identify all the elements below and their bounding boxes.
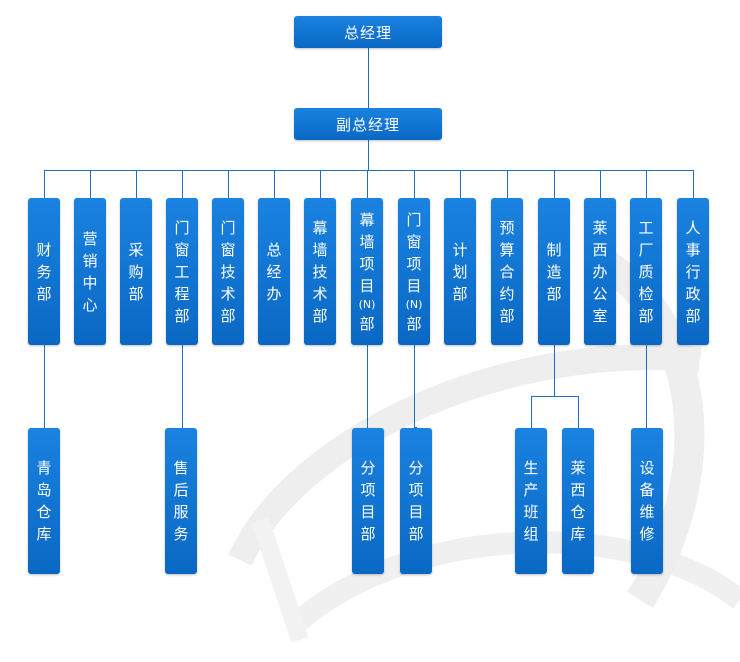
connector-line <box>414 170 415 199</box>
dept-mcgc[interactable]: 门窗工程部 <box>166 198 198 345</box>
connector-line <box>414 427 417 428</box>
connector-line <box>600 170 601 199</box>
connector-line <box>368 140 369 171</box>
ceo-box[interactable]: 总经理 <box>294 16 442 48</box>
dept-yx-label: 营销中心 <box>82 229 98 314</box>
connector-line <box>367 345 368 429</box>
subunit-qdck-label: 青岛仓库 <box>36 459 52 543</box>
subunit-fxm2-label: 分项目部 <box>408 459 424 543</box>
dept-jh-label: 计划部 <box>452 240 468 303</box>
connector-line <box>507 170 508 199</box>
subunit-sbwx[interactable]: 设备维修 <box>631 428 663 574</box>
subunit-fxm1[interactable]: 分项目部 <box>352 428 384 574</box>
connector-line <box>182 170 183 199</box>
dept-cg[interactable]: 采购部 <box>120 198 152 345</box>
dept-gczj[interactable]: 工厂质检部 <box>630 198 662 345</box>
dept-lxbg[interactable]: 莱西办公室 <box>584 198 616 345</box>
connector-line <box>182 345 183 429</box>
dept-cg-label: 采购部 <box>128 240 144 303</box>
subunit-qdck[interactable]: 青岛仓库 <box>28 428 60 574</box>
connector-line <box>531 396 579 397</box>
dept-mcjs[interactable]: 门窗技术部 <box>212 198 244 345</box>
subunit-scbz[interactable]: 生产班组 <box>515 428 547 574</box>
connector-line <box>554 345 555 397</box>
subunit-fxm1-label: 分项目部 <box>360 459 376 543</box>
connector-line <box>554 170 555 199</box>
connector-line <box>274 170 275 199</box>
connector-line <box>320 170 321 199</box>
deputy-ceo-label: 副总经理 <box>335 115 400 134</box>
dept-mcxm-label: 门窗项目(N)部 <box>405 210 423 333</box>
connector-line <box>646 345 647 429</box>
subunit-lxck[interactable]: 莱西仓库 <box>562 428 594 574</box>
connector-line <box>90 170 91 199</box>
connector-line <box>531 396 532 429</box>
subunit-sbwx-label: 设备维修 <box>639 459 655 543</box>
dept-ys-label: 预算合约部 <box>499 218 515 325</box>
dept-zjb[interactable]: 总经办 <box>258 198 290 345</box>
subunit-shfw-label: 售后服务 <box>173 459 189 543</box>
connector-line <box>693 170 694 199</box>
dept-mcjs-label: 门窗技术部 <box>220 218 236 325</box>
dept-zjb-label: 总经办 <box>266 240 282 303</box>
connector-line <box>578 396 579 429</box>
subunit-scbz-label: 生产班组 <box>523 459 539 543</box>
dept-jh[interactable]: 计划部 <box>444 198 476 345</box>
connector-line <box>44 345 45 429</box>
connector-line <box>646 170 647 199</box>
dept-ys[interactable]: 预算合约部 <box>491 198 523 345</box>
subunit-shfw[interactable]: 售后服务 <box>165 428 197 574</box>
dept-lxbg-label: 莱西办公室 <box>592 218 608 325</box>
dept-cw-label: 财务部 <box>36 240 52 303</box>
deputy-ceo-box[interactable]: 副总经理 <box>294 108 442 140</box>
dept-mqxm[interactable]: 幕墙项目(N)部 <box>351 198 383 345</box>
connector-line <box>136 170 137 199</box>
dept-zz[interactable]: 制造部 <box>538 198 570 345</box>
dept-yx[interactable]: 营销中心 <box>74 198 106 345</box>
connector-line <box>228 170 229 199</box>
connector-line <box>44 170 45 199</box>
connector-line <box>460 170 461 199</box>
dept-mqxm-label: 幕墙项目(N)部 <box>358 210 376 333</box>
dept-rs-label: 人事行政部 <box>685 218 701 325</box>
connector-line <box>368 48 369 109</box>
dept-gczj-label: 工厂质检部 <box>638 218 654 325</box>
dept-mqjs[interactable]: 幕墙技术部 <box>304 198 336 345</box>
dept-mqjs-label: 幕墙技术部 <box>312 218 328 325</box>
connector-line <box>414 345 415 429</box>
dept-cw[interactable]: 财务部 <box>28 198 60 345</box>
dept-mcxm[interactable]: 门窗项目(N)部 <box>398 198 430 345</box>
dept-rs[interactable]: 人事行政部 <box>677 198 709 345</box>
dept-mcgc-label: 门窗工程部 <box>174 218 190 325</box>
subunit-lxck-label: 莱西仓库 <box>570 459 586 543</box>
connector-line <box>44 170 694 171</box>
subunit-fxm2[interactable]: 分项目部 <box>400 428 432 574</box>
ceo-label: 总经理 <box>343 23 392 42</box>
connector-line <box>367 170 368 199</box>
dept-zz-label: 制造部 <box>546 240 562 303</box>
